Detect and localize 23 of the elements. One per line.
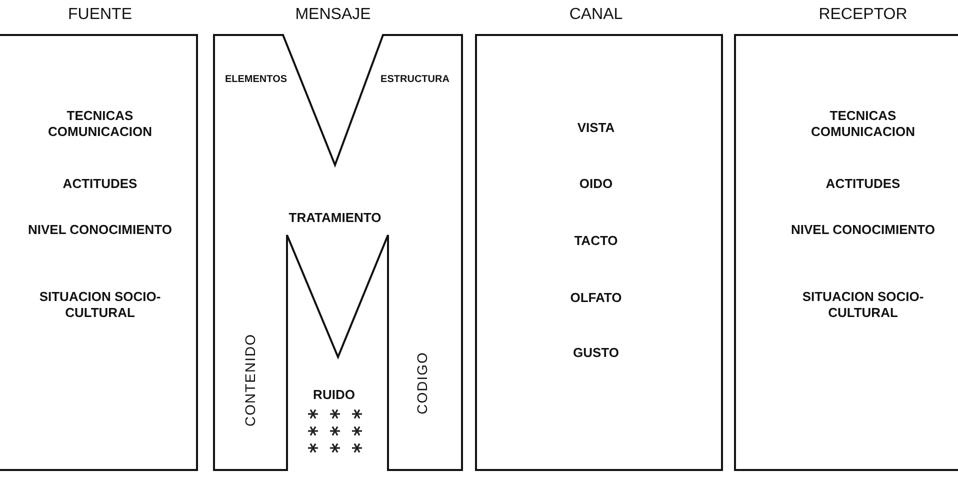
item-label: GUSTO xyxy=(573,345,619,361)
item-label: NIVEL CONOCIMIENTO xyxy=(28,222,172,238)
item-label: TECNICAS COMUNICACION xyxy=(47,108,153,140)
item-label: TACTO xyxy=(574,233,618,249)
item-label: SITUACION SOCIO-CULTURAL xyxy=(38,289,162,321)
item-label: RUIDO xyxy=(313,387,355,403)
item-label: OIDO xyxy=(579,176,613,192)
vertical-label: CODIGO xyxy=(414,352,430,414)
column-heading: FUENTE xyxy=(68,7,132,23)
item-label: TECNICAS COMUNICACION xyxy=(810,108,916,140)
item-label: ACTITUDES xyxy=(62,176,138,192)
item-label: SITUACION SOCIO-CULTURAL xyxy=(801,289,925,321)
vertical-label: CONTENIDO xyxy=(242,334,258,426)
item-label: OLFATO xyxy=(570,290,622,306)
column-heading: RECEPTOR xyxy=(818,7,908,23)
item-label: ELEMENTOS xyxy=(224,73,288,87)
item-label: TRATAMIENTO xyxy=(288,210,382,226)
column-heading: CANAL xyxy=(569,7,623,23)
item-label: NIVEL CONOCIMIENTO xyxy=(791,222,935,238)
item-label: ESTRUCTURA xyxy=(380,73,450,87)
item-label: ACTITUDES xyxy=(826,176,900,192)
column-heading: MENSAJE xyxy=(295,7,371,23)
item-label: VISTA xyxy=(577,120,615,136)
